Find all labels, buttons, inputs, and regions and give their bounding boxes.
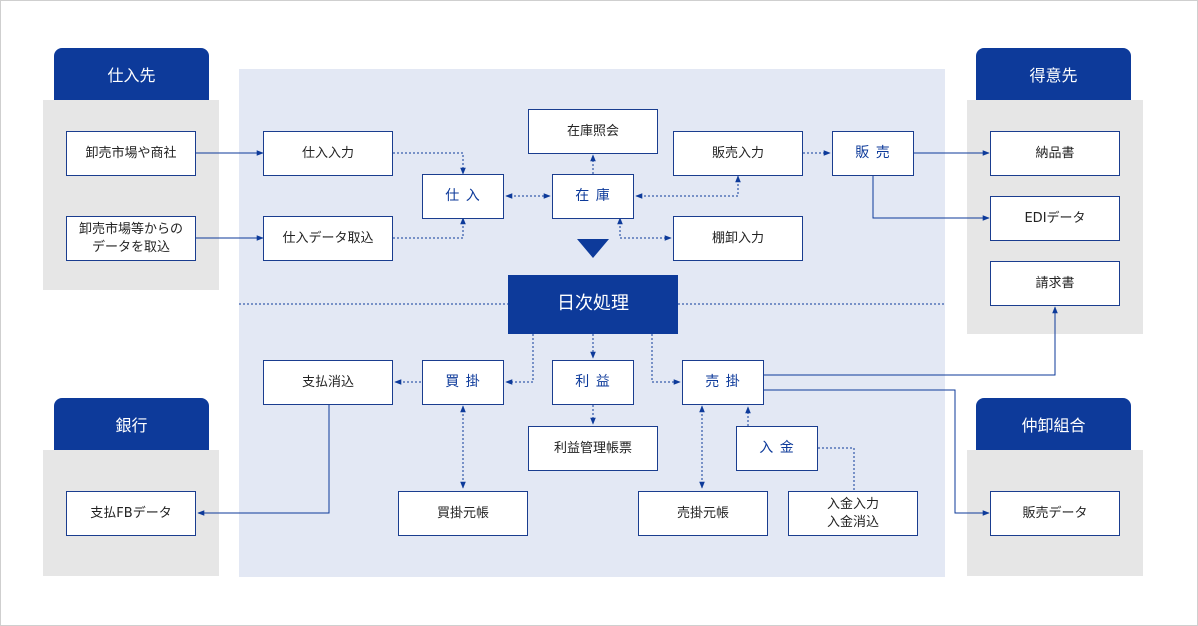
purchase-box: 仕 入 — [422, 174, 504, 219]
wholesale-market-box: 卸売市場や商社 — [66, 131, 196, 176]
profit-box: 利 益 — [552, 360, 634, 405]
purchase-input-box: 仕入入力 — [263, 131, 393, 176]
receipt-input-box: 入金入力 入金消込 — [788, 491, 918, 536]
payable-box: 買 掛 — [422, 360, 504, 405]
daily-process-box: 日次処理 — [508, 275, 678, 334]
payment-received-box: 入 金 — [736, 426, 818, 471]
supplier-header: 仕入先 — [54, 48, 209, 100]
edi-data-box: EDIデータ — [990, 196, 1120, 241]
arrow-stock-inventory — [617, 217, 672, 241]
arrow-sales-to-edi — [872, 175, 990, 221]
arrow-data-import-to-purchase — [393, 217, 466, 239]
market-data-import-box: 卸売市場等からの データを取込 — [66, 216, 196, 261]
customer-header: 得意先 — [976, 48, 1131, 100]
inventory-input-box: 棚卸入力 — [673, 216, 803, 261]
arrow-purchase-input-to-purchase — [393, 152, 466, 175]
arrow-daily-to-payable — [505, 334, 534, 385]
arrow-receipt-input-to-receipt — [818, 447, 855, 490]
receivable-box: 売 掛 — [682, 360, 764, 405]
delivery-note-box: 納品書 — [990, 131, 1120, 176]
receivable-ledger-box: 売掛元帳 — [638, 491, 768, 536]
market-data-import-line2: データを取込 — [91, 239, 170, 255]
receipt-input-line2: 入金消込 — [826, 514, 879, 530]
sales-input-box: 販売入力 — [673, 131, 803, 176]
down-triangle-icon — [577, 239, 609, 258]
arrow-receivable-to-invoice — [764, 306, 1058, 376]
market-data-import-line1: 卸売市場等からの — [78, 221, 183, 237]
bank-header: 銀行 — [54, 398, 209, 450]
stock-box: 在 庫 — [552, 174, 634, 219]
payment-clearing-box: 支払消込 — [263, 360, 393, 405]
arrow-clearing-to-fb — [197, 405, 330, 516]
arrow-daily-to-receivable — [651, 334, 681, 385]
arrow-receivable-to-sales-data — [764, 389, 990, 516]
arrow-stock-sales-input — [635, 175, 741, 199]
payable-ledger-box: 買掛元帳 — [398, 491, 528, 536]
stock-inquiry-box: 在庫照会 — [528, 109, 658, 154]
fb-data-box: 支払FBデータ — [66, 491, 196, 536]
sales-data-box: 販売データ — [990, 491, 1120, 536]
wholesale-union-header: 仲卸組合 — [976, 398, 1131, 450]
invoice-box: 請求書 — [990, 261, 1120, 306]
sales-box: 販 売 — [832, 131, 914, 176]
profit-report-box: 利益管理帳票 — [528, 426, 658, 471]
receipt-input-line1: 入金入力 — [826, 496, 879, 512]
purchase-data-import-box: 仕入データ取込 — [263, 216, 393, 261]
